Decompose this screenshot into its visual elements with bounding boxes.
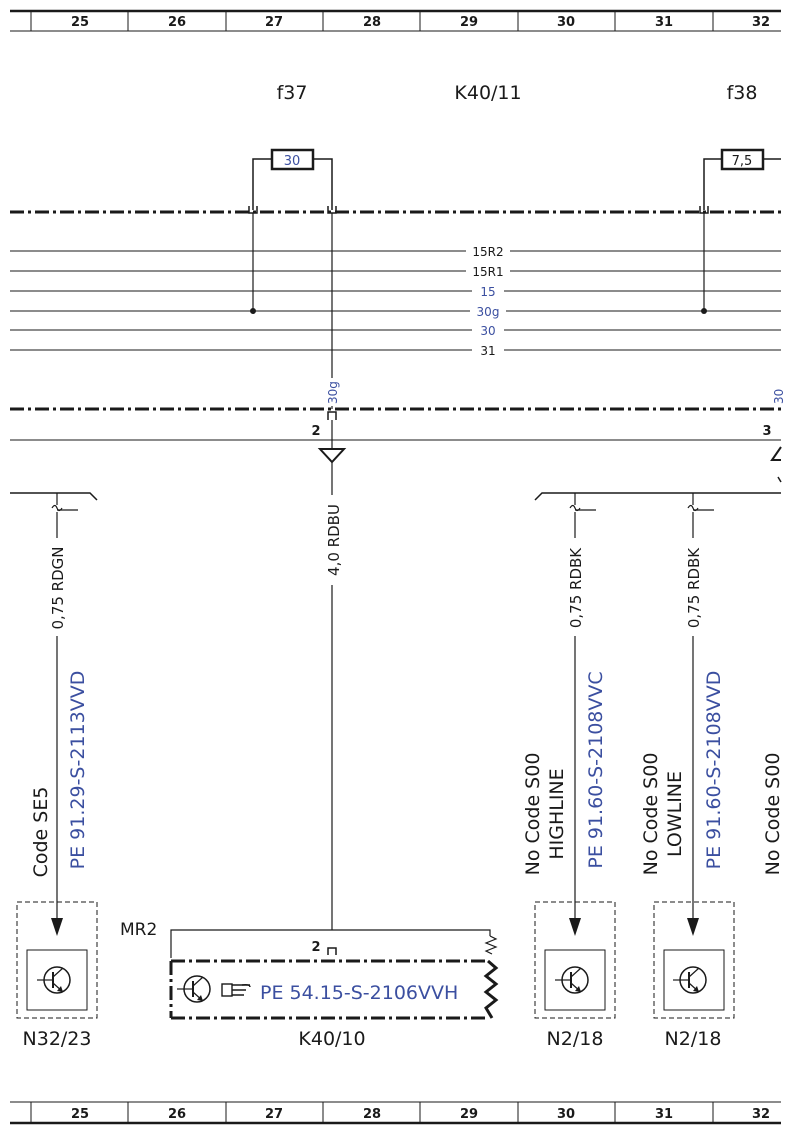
ruler-top-col-31: 31 <box>655 15 673 30</box>
wire-2-label: 4,0 RDBU <box>325 504 343 576</box>
bus-lines: 15R2 15R1 15 30g 30 31 <box>10 244 781 358</box>
transistor-icon <box>673 966 707 994</box>
code-lowline: LOWLINE <box>664 771 686 857</box>
transistor-icon <box>555 966 589 994</box>
pin-30g-label: 30g <box>326 381 340 404</box>
ruler-top-col-29: 29 <box>460 15 478 30</box>
component-n32-23-label: N32/23 <box>23 1028 92 1050</box>
ruler-top-col-28: 28 <box>363 15 381 30</box>
fuse-f38-rating: 7,5 <box>732 154 753 169</box>
ref-4[interactable]: PE 54.15-S-2106VVH <box>260 982 458 1004</box>
top-ruler: 25 26 27 28 29 30 31 32 <box>10 9 781 32</box>
pin-3-label: 3 <box>762 424 771 439</box>
pin-2-label: 2 <box>311 424 320 439</box>
wire-3: 0,75 RDBK PE 91.60-S-2108VVC No Code S00… <box>522 493 607 936</box>
transistor-icon <box>37 966 71 994</box>
relay-k40-11-label: K40/11 <box>454 82 521 104</box>
code-no-s00-partial: No Code S00 <box>762 753 784 876</box>
fuse-f37-rating: 30 <box>284 154 301 169</box>
fuse-f37: 30 <box>252 148 333 210</box>
component-n2-18-a-label: N2/18 <box>547 1028 604 1050</box>
ruler-top-col-32: 32 <box>752 15 770 30</box>
component-n2-18-b: N2/18 <box>653 901 735 1050</box>
wire-3-label: 0,75 RDBK <box>567 547 585 628</box>
bus-label-30: 30 <box>480 324 495 338</box>
ruler-bottom-col-28: 28 <box>363 1107 381 1122</box>
pointing-hand-icon <box>221 983 251 997</box>
ruler-bottom-col-30: 30 <box>557 1107 575 1122</box>
fuse-f38-label: f38 <box>727 82 758 104</box>
wire-4: 0,75 RDBK PE 91.60-S-2108VVD No Code S00… <box>640 493 725 936</box>
wire-break-icon <box>483 959 499 1019</box>
component-n32-23: N32/23 <box>16 901 98 1050</box>
ruler-top-col-25: 25 <box>71 15 89 30</box>
ruler-top-col-27: 27 <box>265 15 283 30</box>
code-no-s00-highline: No Code S00 <box>522 753 544 876</box>
ruler-bottom-col-32: 32 <box>752 1107 770 1122</box>
wire-1-label: 0,75 RDGN <box>49 547 67 630</box>
wire-4-label: 0,75 RDBK <box>685 547 703 628</box>
bottom-ruler: 25 26 27 28 29 30 31 32 <box>10 1101 781 1125</box>
ruler-bottom-col-25: 25 <box>71 1107 89 1122</box>
fuse-f37-label: f37 <box>277 82 308 104</box>
component-k40-10: MR2 2 PE 54.15-S-2106VVH K40/10 <box>120 920 499 1050</box>
ref-1: PE 91.29-S-2113VVD <box>67 671 89 870</box>
mr2-label: MR2 <box>120 920 157 940</box>
ref-3: PE 91.60-S-2108VVD <box>703 671 725 870</box>
bus-label-31: 31 <box>480 344 495 358</box>
component-n2-18-a: N2/18 <box>534 901 616 1050</box>
bus-label-15r2: 15R2 <box>472 245 503 259</box>
bus-label-30g: 30g <box>477 305 500 319</box>
k40-10-pin-label: 2 <box>311 940 320 955</box>
wire-1: 0,75 RDGN PE 91.29-S-2113VVD Code SE5 <box>30 493 89 936</box>
ruler-top-col-26: 26 <box>168 15 186 30</box>
code-no-s00-lowline: No Code S00 <box>640 753 662 876</box>
component-k40-10-label: K40/10 <box>298 1028 365 1050</box>
ruler-bottom-col-31: 31 <box>655 1107 673 1122</box>
right-partial-label: 30 <box>772 389 786 404</box>
ref-2: PE 91.60-S-2108VVC <box>585 671 607 868</box>
bus-label-15r1: 15R1 <box>472 265 503 279</box>
component-n2-18-b-label: N2/18 <box>665 1028 722 1050</box>
transistor-icon <box>177 975 211 1003</box>
ruler-top-col-30: 30 <box>557 15 575 30</box>
ruler-bottom-col-27: 27 <box>265 1107 283 1122</box>
fuse-f38: 7,5 <box>703 148 781 210</box>
code-se5: Code SE5 <box>30 787 52 878</box>
bus-label-15: 15 <box>480 285 495 299</box>
ruler-bottom-col-29: 29 <box>460 1107 478 1122</box>
code-highline: HIGHLINE <box>546 768 568 859</box>
ruler-bottom-col-26: 26 <box>168 1107 186 1122</box>
